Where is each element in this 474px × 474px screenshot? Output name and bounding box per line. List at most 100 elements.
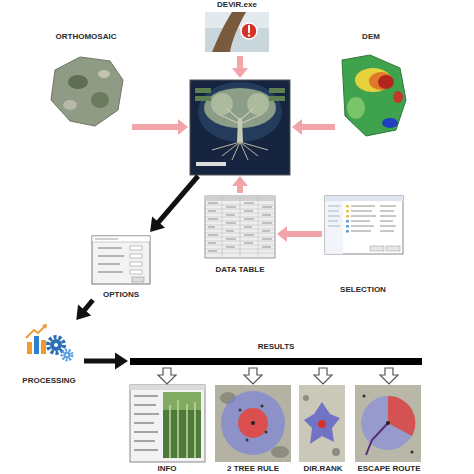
gear	[64, 352, 71, 359]
app-button	[195, 88, 211, 93]
dialog-button	[370, 246, 384, 251]
image-node: INFO	[128, 384, 206, 474]
dialog-title-bar	[325, 196, 403, 201]
elevation-zone	[347, 97, 365, 119]
node-label: OPTIONS	[103, 290, 139, 300]
flow-arrow	[244, 368, 262, 384]
option-input	[130, 262, 142, 266]
warning-mark	[248, 25, 250, 33]
gear	[50, 339, 62, 351]
node-label: ESCAPE ROUTE	[357, 464, 420, 474]
option-button	[132, 277, 144, 282]
image-node: DEViR.exe	[200, 0, 274, 56]
canopy-patch	[68, 75, 88, 89]
image-node: ESCAPE ROUTE	[354, 384, 424, 474]
flow-arrow	[76, 298, 94, 320]
canopy-patch	[303, 395, 309, 401]
flow-arrow	[277, 226, 322, 242]
window-title-bar	[92, 236, 150, 242]
file-icon	[346, 225, 349, 228]
dem-image	[342, 55, 406, 136]
dialog-side-pane	[325, 201, 343, 254]
node-label: 2 TREE RULE	[227, 464, 279, 474]
two-tree-zone	[221, 391, 285, 455]
trend-arrow-head	[42, 324, 47, 329]
node-label: INFO	[157, 464, 176, 474]
tree-point	[261, 405, 264, 408]
flow-arrow	[150, 174, 200, 232]
image-node: OPTIONS	[88, 232, 154, 300]
app-status-bar	[196, 162, 226, 166]
node-label: DATA TABLE	[215, 265, 264, 275]
warning-dot	[248, 34, 250, 36]
tree-point	[246, 439, 249, 442]
info-window	[130, 385, 205, 462]
image-node: PROCESSING	[14, 320, 84, 386]
node-label: PROCESSING	[22, 376, 75, 386]
image-node: DATA TABLE	[203, 193, 277, 275]
gear-hub	[66, 354, 68, 356]
aerial-image	[215, 385, 291, 462]
trend-arrow	[26, 325, 46, 338]
orthomosaic-image	[51, 57, 123, 126]
app-button	[195, 96, 211, 101]
file-icon	[346, 220, 349, 223]
image-node: 2 TREE RULE	[214, 384, 292, 474]
elevation-zone	[382, 118, 398, 128]
tree-point	[251, 421, 255, 425]
gear-hub	[54, 343, 58, 347]
options-window	[92, 236, 150, 284]
gear-teeth	[62, 350, 72, 360]
node-label: DEM	[362, 32, 380, 42]
target-tree	[386, 421, 390, 425]
forest-photo	[163, 392, 201, 458]
image-node: ORTHOMOSAIC	[40, 32, 132, 128]
direction-ranking	[304, 402, 340, 444]
file-icon	[346, 230, 349, 233]
option-names	[98, 248, 124, 272]
flow-arrow	[158, 368, 176, 384]
table-image	[205, 196, 275, 258]
flow-arrow	[232, 176, 248, 193]
node-label: ORTHOMOSAIC	[56, 32, 117, 42]
tree-trunk	[237, 118, 243, 142]
canopy-patch	[332, 448, 340, 456]
escape-path	[366, 423, 388, 455]
elevation-zone	[378, 75, 394, 89]
elevation-zone	[393, 91, 403, 103]
flow-arrow	[380, 368, 398, 384]
image-node: DEM	[335, 32, 407, 136]
option-input	[130, 254, 142, 258]
felling-sector	[388, 396, 415, 436]
canopy-patch	[91, 92, 109, 108]
gear-teeth	[48, 337, 64, 353]
elevation-zone	[369, 72, 393, 90]
option-input	[130, 246, 142, 250]
danger-zone	[361, 396, 415, 450]
side-pane-items	[328, 206, 340, 226]
dialog-button	[386, 246, 400, 251]
info-fields	[134, 396, 159, 450]
chart-bar	[41, 340, 46, 354]
tree-point	[239, 409, 242, 412]
table-values	[208, 203, 272, 251]
tree-roots	[212, 142, 268, 160]
window-title	[95, 239, 118, 240]
file-dialog	[325, 196, 403, 254]
node-label: RESULTS	[258, 342, 295, 352]
table-grid	[205, 196, 275, 258]
image-node: RESULTS	[128, 342, 424, 368]
tree-point	[411, 451, 414, 454]
node-label: SELECTION	[340, 285, 386, 295]
photo-trunks	[170, 400, 195, 458]
tree-point	[265, 431, 268, 434]
node-label: DIR.RANK	[303, 464, 342, 474]
icon-background	[205, 12, 269, 52]
folder-icon	[346, 205, 349, 208]
flow-arrow	[84, 353, 128, 370]
window-title-bar	[130, 385, 205, 390]
